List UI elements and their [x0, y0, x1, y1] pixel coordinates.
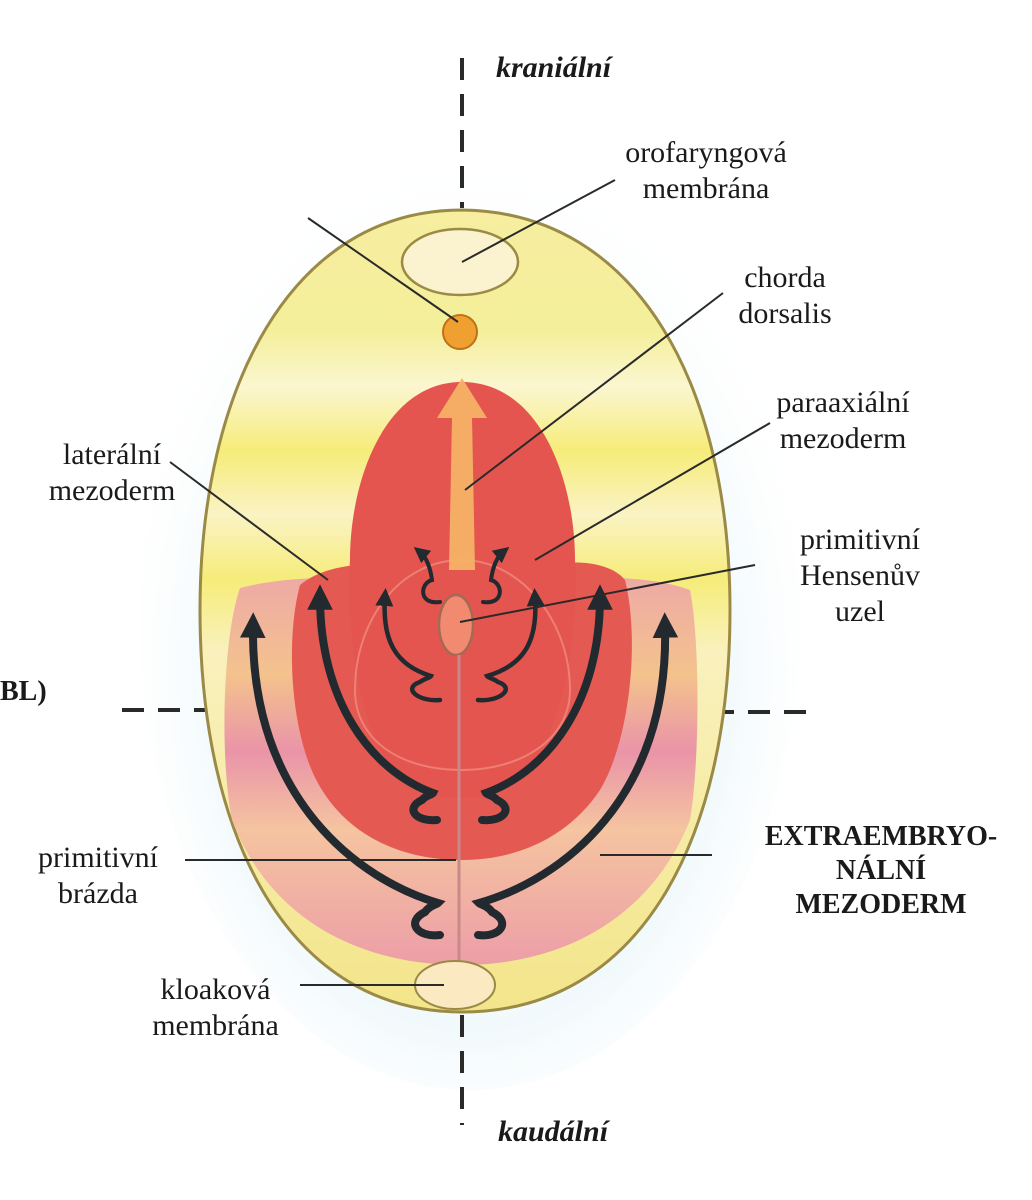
lateral-mesoderm-label: laterální mezoderm — [48, 438, 176, 507]
oropharyngeal-membrane-label: orofaryngová membrána — [625, 136, 787, 205]
chorda-dorsalis-arrow — [437, 378, 487, 570]
extraembryonic-mesoderm-label: EXTRAEMBRYO- NÁLNÍ MEZODERM — [764, 821, 998, 920]
oropharyngeal-membrane — [400, 227, 520, 297]
caudal-label: kaudální — [498, 1115, 609, 1148]
paraaxial-mesoderm-region — [349, 382, 576, 798]
prechordal-plate-dot — [442, 314, 478, 350]
leader-lines — [169, 179, 771, 986]
cranial-label: kraniální — [496, 51, 612, 84]
paraaxial-mesoderm-label: paraaxiální mezoderm — [776, 386, 910, 455]
axis-lines — [122, 58, 812, 1125]
hensen-node — [437, 593, 475, 657]
chorda-dorsalis-label: chorda dorsalis — [738, 261, 832, 330]
cut-off-label-fragment: BL) — [0, 676, 47, 707]
inner-faint-contour — [353, 558, 572, 772]
cloacal-membrane-label: kloaková membrána — [152, 973, 279, 1042]
primitive-streak-label: primitivní brázda — [38, 841, 158, 910]
migration-arrows — [239, 546, 679, 940]
hensen-node-label: primitivní Hensenův uzel — [800, 523, 920, 628]
